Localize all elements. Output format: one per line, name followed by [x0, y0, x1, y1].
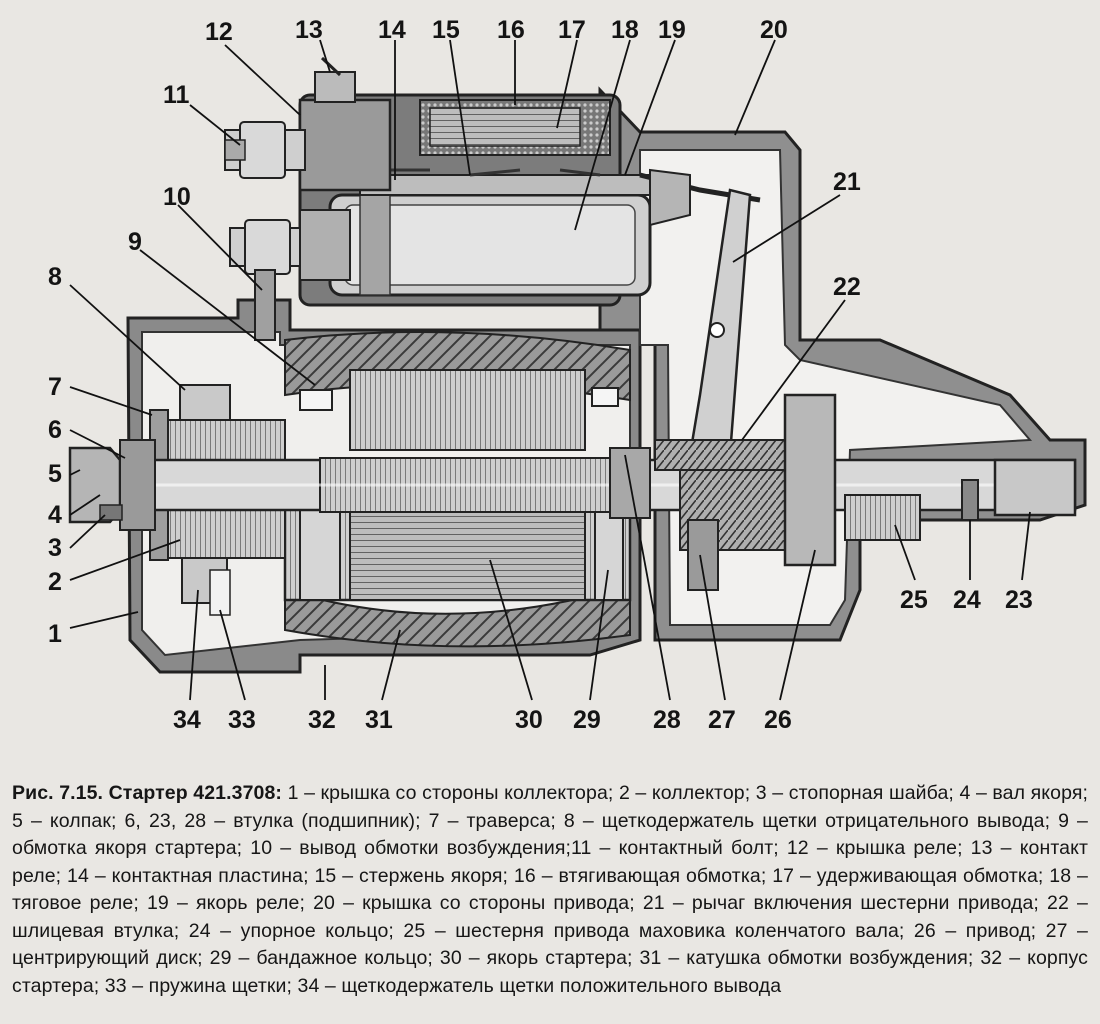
caption-text: 1 – крышка со стороны коллектора; 2 – ко…	[12, 782, 1088, 997]
callout-1: 1	[48, 620, 62, 648]
armature-shaft	[73, 457, 1077, 513]
callout-29: 29	[573, 706, 601, 734]
spline-sleeve	[654, 439, 786, 471]
callout-30: 30	[515, 706, 543, 734]
callout-8: 8	[48, 263, 62, 291]
drive-assembly	[609, 188, 1077, 591]
hold-in-winding	[429, 107, 581, 147]
callout-16: 16	[497, 16, 525, 44]
end-cap	[68, 439, 156, 531]
callout-15: 15	[432, 16, 460, 44]
callout-32: 32	[308, 706, 336, 734]
callout-10: 10	[163, 183, 191, 211]
bushing-commutator-end	[119, 439, 156, 531]
callout-18: 18	[611, 16, 639, 44]
callout-27: 27	[708, 706, 736, 734]
bushing-drive-end	[993, 458, 1077, 517]
relay-cover-and-contacts	[224, 56, 392, 341]
field-coil-bottom	[284, 583, 631, 648]
field-winding-lead	[254, 269, 276, 341]
callout-25: 25	[900, 586, 928, 614]
callout-14: 14	[378, 16, 406, 44]
callout-17: 17	[558, 16, 586, 44]
callout-numbers: 1 2 3 4 5 6 7 8 9 10 11 12 13 14 15 16 1…	[48, 16, 1033, 734]
armature-winding-end	[299, 389, 333, 411]
drive	[783, 393, 837, 567]
drive-pinion	[844, 494, 921, 541]
callout-19: 19	[658, 16, 686, 44]
relay-core-rod	[359, 174, 661, 196]
caption-title: Рис. 7.15. Стартер 421.3708:	[12, 782, 283, 804]
callout-23: 23	[1005, 586, 1033, 614]
callout-3: 3	[48, 534, 62, 562]
thrust-ring	[961, 479, 979, 521]
callout-22: 22	[833, 273, 861, 301]
callout-13: 13	[295, 16, 323, 44]
callout-34: 34	[173, 706, 201, 734]
brush-spring	[209, 569, 231, 616]
centering-disk	[687, 519, 719, 591]
lock-washer	[99, 504, 123, 521]
callout-9: 9	[128, 228, 142, 256]
callout-4: 4	[48, 501, 62, 529]
callout-21: 21	[833, 168, 861, 196]
callout-7: 7	[48, 373, 62, 401]
callout-12: 12	[205, 18, 233, 46]
callout-33: 33	[228, 706, 256, 734]
callout-5: 5	[48, 460, 62, 488]
callout-11: 11	[163, 81, 190, 109]
callout-2: 2	[48, 568, 62, 596]
callout-24: 24	[953, 586, 981, 614]
figure-caption: Рис. 7.15. Стартер 421.3708: 1 – крышка …	[12, 780, 1088, 1000]
leader-lines	[69, 39, 1031, 701]
negative-brush-holder	[179, 384, 231, 421]
callout-26: 26	[764, 706, 792, 734]
commutator	[164, 507, 286, 559]
starter-cutaway-diagram: 1 2 3 4 5 6 7 8 9 10 11 12 13 14 15 16 1…	[48, 16, 1087, 734]
callout-31: 31	[365, 706, 393, 734]
callout-20: 20	[760, 16, 788, 44]
contact-bolt-lower	[229, 209, 351, 281]
contact-bolt-upper	[224, 121, 306, 179]
relay-contact	[314, 71, 356, 103]
callout-28: 28	[653, 706, 681, 734]
callout-6: 6	[48, 416, 62, 444]
